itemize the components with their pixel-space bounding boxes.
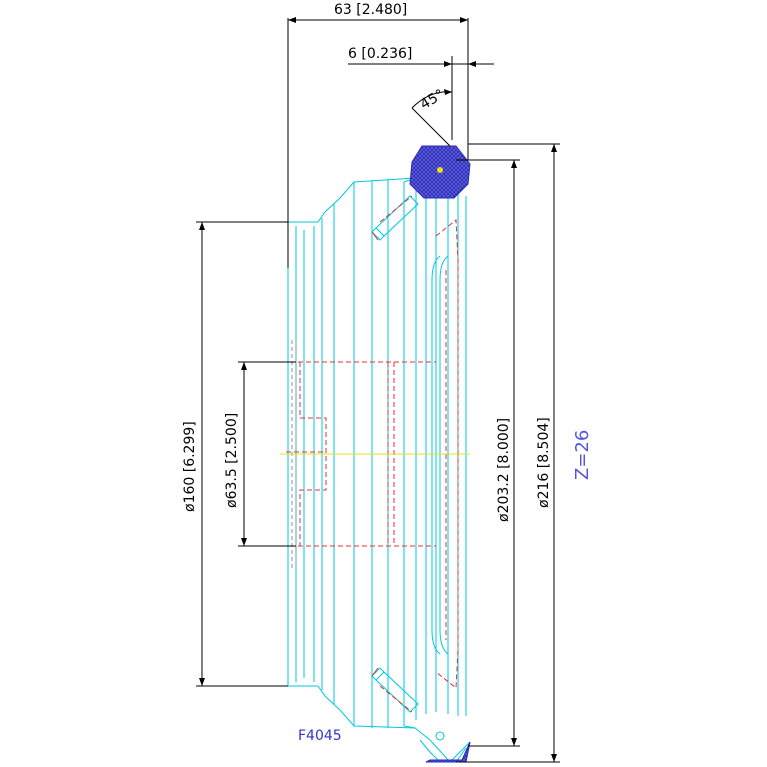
dia-63-5-label: ø63.5 [2.500]	[224, 413, 240, 508]
chamfer-angle-label: 45°	[418, 87, 448, 113]
tooth-section	[409, 145, 471, 199]
chamfer-width-label: 6 [0.236]	[348, 46, 412, 62]
dia-203-2-label: ø203.2 [8.000]	[496, 418, 512, 522]
dia-216-label: ø216 [8.504]	[536, 417, 552, 508]
part-outline	[287, 167, 471, 763]
dia-160-label: ø160 [6.299]	[182, 421, 198, 512]
overall-width-label: 63 [2.480]	[334, 2, 407, 18]
tooth-count-label: Z=26	[572, 430, 593, 480]
dimension-lines	[196, 17, 560, 763]
part-number-label: F4045	[298, 728, 342, 744]
